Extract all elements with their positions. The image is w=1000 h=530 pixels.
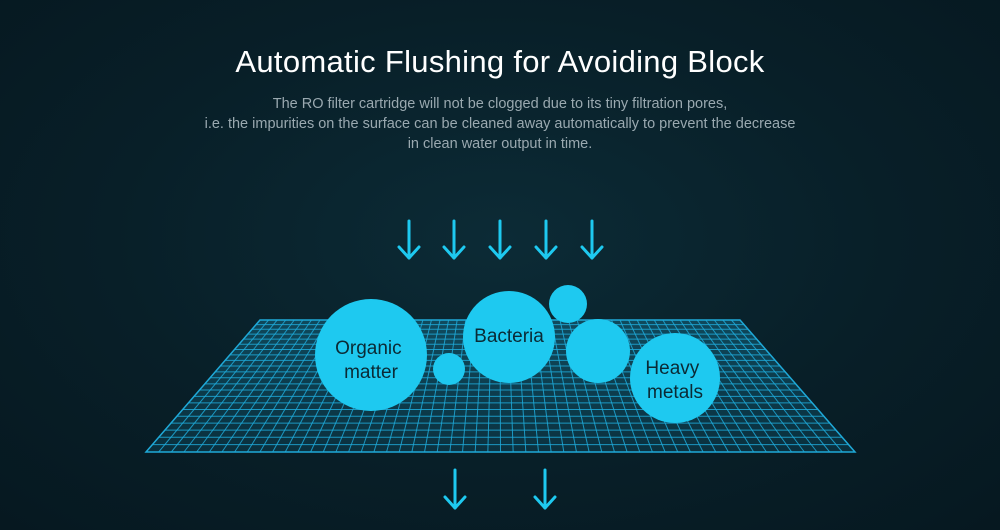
page-description: The RO filter cartridge will not be clog… [150,94,850,154]
small-particle-bubble [549,285,587,323]
arrow-down-icon [488,219,512,260]
impurity-bubbles [315,285,720,423]
organic-matter-label-line-2: matter [344,362,399,383]
organic-matter-label-line-1: Organic [335,338,402,359]
heavy-metals-label-line-1: Heavy [645,358,699,379]
outflow-arrows [443,468,557,510]
arrow-down-icon [397,219,421,260]
organic-matter-label: Organic matter [335,338,407,383]
heavy-metals-label-line-2: metals [647,382,703,403]
inflow-arrows [397,219,604,260]
arrow-down-icon [534,219,558,260]
arrow-down-icon [580,219,604,260]
arrow-down-icon [443,468,467,510]
page-title: Automatic Flushing for Avoiding Block [235,44,765,79]
heavy-metals-label: Heavy metals [645,358,704,403]
description-line-1: The RO filter cartridge will not be clog… [272,96,728,112]
arrow-down-icon [442,219,466,260]
heavy-metals-bubble [630,333,720,423]
description-line-3: in clean water output in time. [407,136,593,152]
bacteria-bubble [463,291,555,383]
arrow-down-icon [533,468,557,510]
small-particle-bubble [433,353,465,385]
organic-matter-bubble [315,299,427,411]
particle-bubble [566,319,630,383]
description-line-2: i.e. the impurities on the surface can b… [204,116,796,132]
bacteria-label: Bacteria [474,326,544,347]
